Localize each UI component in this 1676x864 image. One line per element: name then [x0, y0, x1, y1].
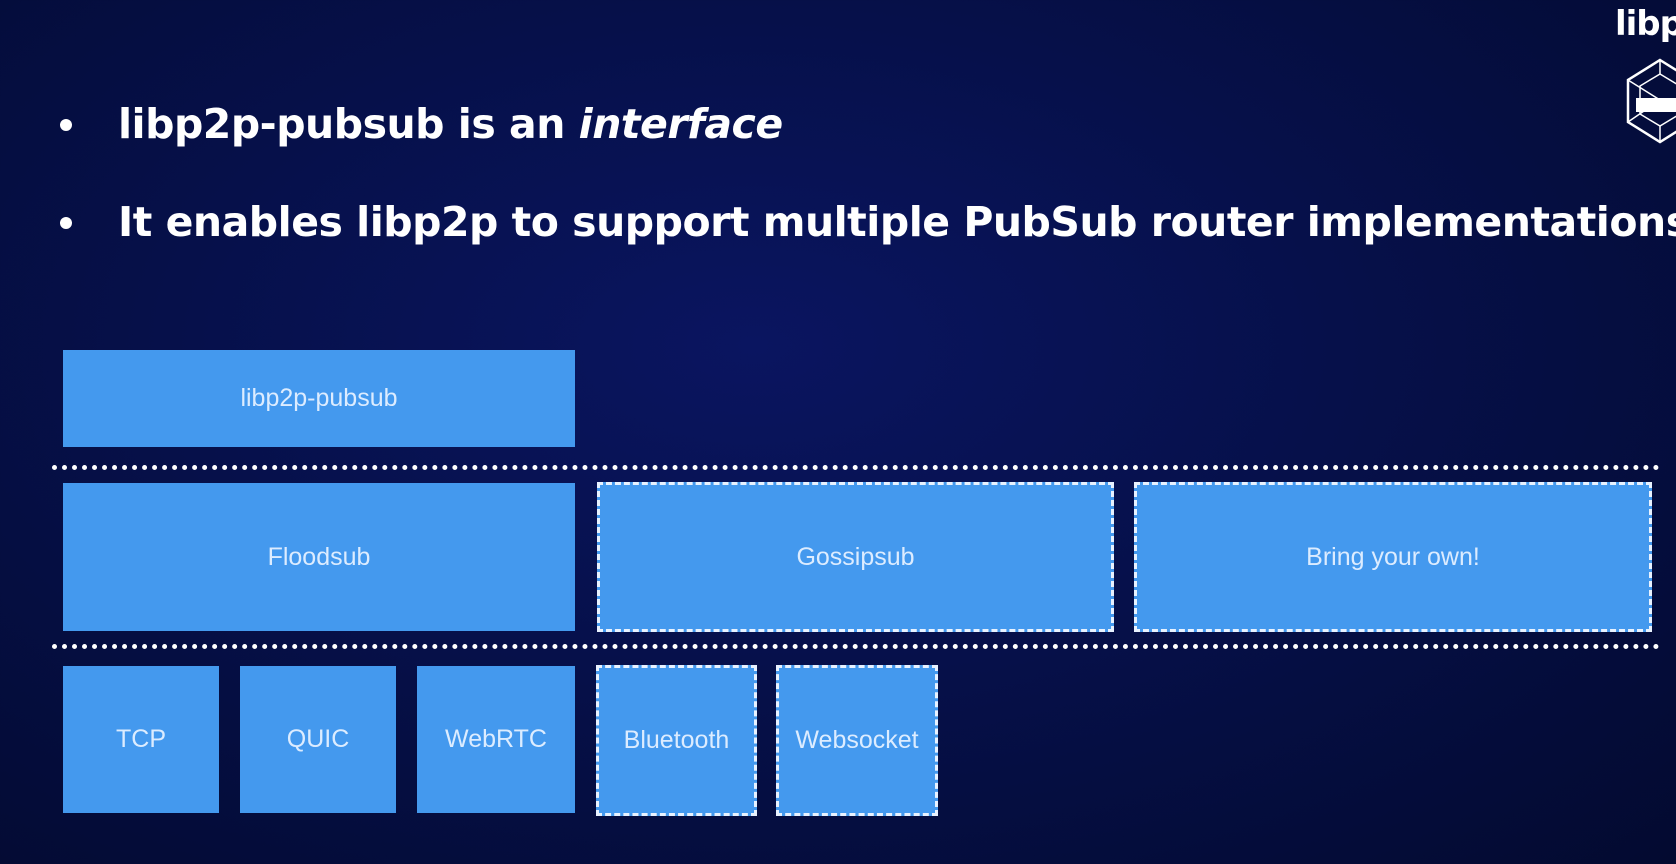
router-box-floodsub: Floodsub: [63, 483, 575, 631]
logo-text: libp: [1615, 4, 1676, 44]
transport-label: Websocket: [795, 726, 919, 754]
libp2p-pubsub-label: libp2p-pubsub: [240, 384, 398, 412]
router-label: Floodsub: [267, 542, 371, 571]
hexagon-logo-icon: [1626, 58, 1676, 144]
transport-box-quic: QUIC: [240, 666, 396, 813]
router-box-bring-your-own: Bring your own!: [1134, 482, 1652, 632]
bullet-text-prefix: libp2p-pubsub is an: [118, 100, 579, 148]
transport-label: QUIC: [286, 725, 350, 753]
transport-box-webrtc: WebRTC: [417, 666, 575, 813]
transport-label: WebRTC: [445, 725, 547, 753]
layer-divider-bottom: [52, 644, 1660, 649]
libp2p-logo: libp: [1612, 4, 1676, 174]
transport-label: TCP: [116, 725, 166, 753]
bullet-dot: [60, 119, 72, 131]
bullet-text-emphasis: interface: [578, 100, 783, 148]
bullet-text: It enables libp2p to support multiple Pu…: [118, 198, 1676, 246]
router-label: Bring your own!: [1306, 542, 1480, 571]
router-label: Gossipsub: [796, 542, 915, 571]
transport-box-bluetooth: Bluetooth: [596, 665, 757, 816]
router-box-gossipsub: Gossipsub: [597, 482, 1114, 632]
layer-divider-top: [52, 465, 1660, 470]
transport-box-tcp: TCP: [63, 666, 219, 813]
bullet-text: libp2p-pubsub is an interface: [118, 100, 783, 148]
libp2p-pubsub-box: libp2p-pubsub: [63, 350, 575, 447]
bullet-dot: [60, 217, 72, 229]
transport-label: Bluetooth: [623, 726, 730, 754]
transport-box-websocket: Websocket: [776, 665, 938, 816]
